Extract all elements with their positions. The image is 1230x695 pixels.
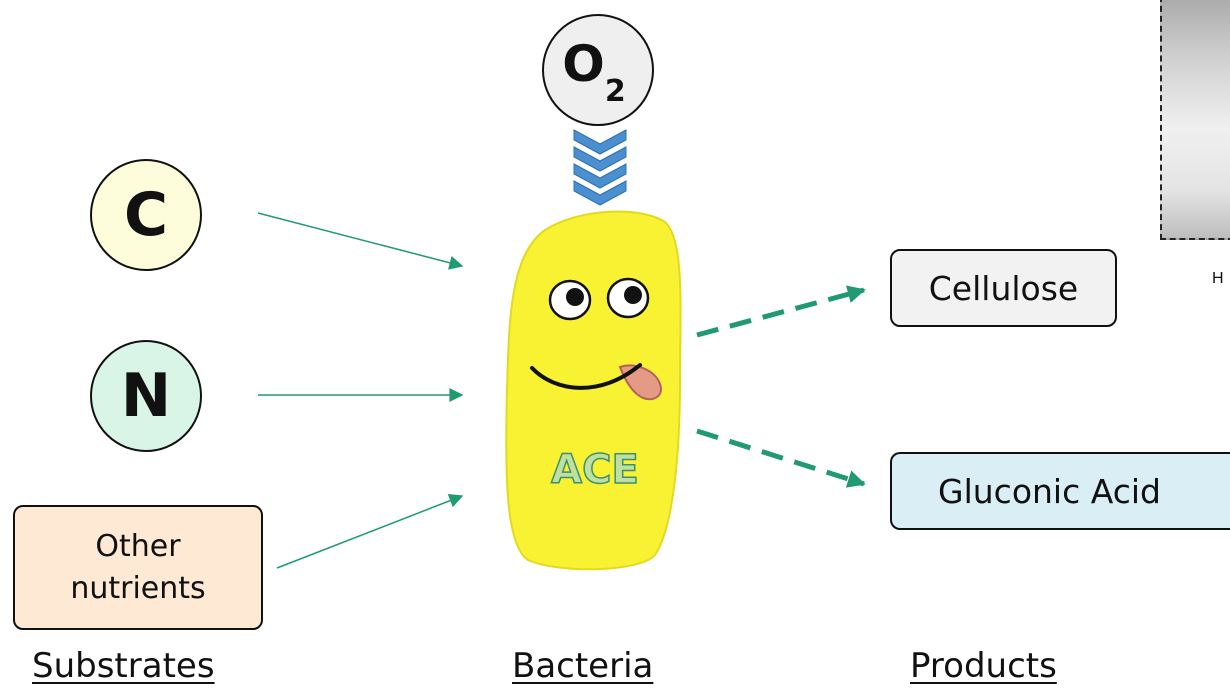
substrates-caption: Substrates xyxy=(32,646,215,686)
bacterium-right-eye xyxy=(608,279,648,317)
arrow-carbon-to-bacteria xyxy=(258,213,462,266)
oxygen-chevrons-icon xyxy=(574,130,626,205)
arrow-other-to-bacteria xyxy=(277,496,462,568)
bacterium-label: ACE xyxy=(551,447,639,493)
bacteria-caption: Bacteria xyxy=(512,646,653,686)
arrow-bacteria-to-cellulose xyxy=(697,290,864,335)
bacterium-left-eye xyxy=(550,281,590,319)
products-caption: Products xyxy=(910,646,1057,686)
bacterium-cell: ACE xyxy=(506,212,680,570)
arrow-bacteria-to-gluconic-acid xyxy=(697,431,864,484)
